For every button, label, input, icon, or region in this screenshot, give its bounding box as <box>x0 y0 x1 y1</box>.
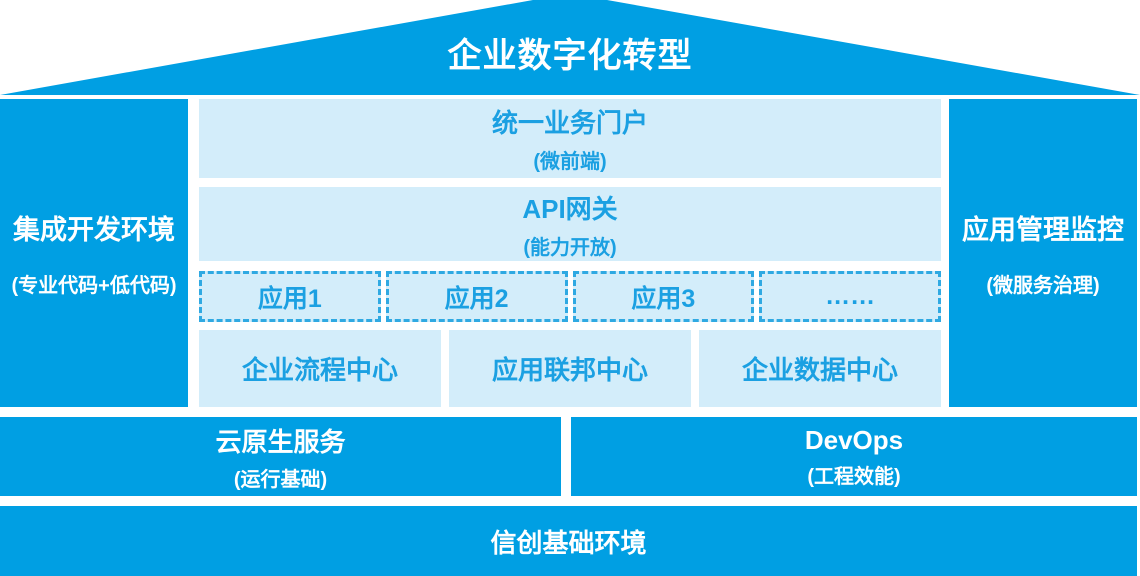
cloud-native-sublabel: (运行基础) <box>233 468 328 491</box>
pillar-sublabel: (微服务治理) <box>986 275 1100 297</box>
gateway-sublabel: (能力开放) <box>523 236 617 259</box>
app-box-more: …… <box>759 271 941 322</box>
app-box-3: 应用3 <box>572 271 755 322</box>
devops-sublabel: (工程效能) <box>807 465 901 488</box>
pillar-integrated-dev-env: 集成开发环境 (专业代码+低代码) <box>0 99 188 407</box>
apps-row: 应用1 应用2 应用3 …… <box>199 271 941 322</box>
app-box-1: 应用1 <box>199 271 381 322</box>
centers-row: 企业流程中心 应用联邦中心 企业数据中心 <box>199 330 941 407</box>
cloud-native-label: 云原生服务 <box>215 426 346 457</box>
pillar-sublabel: (专业代码+低代码) <box>11 275 177 297</box>
gateway-label: API网关 <box>522 193 618 224</box>
foundation-label: 信创基础环境 <box>490 527 647 558</box>
federation-center-box: 应用联邦中心 <box>449 330 691 407</box>
devops-box: DevOps (工程效能) <box>571 417 1137 496</box>
pillar-label: 集成开发环境 <box>13 215 175 245</box>
roof-banner: 企业数字化转型 <box>0 0 1140 95</box>
middle-stack: 统一业务门户 (微前端) API网关 (能力开放) 应用1 应用2 应用3 ……… <box>199 99 941 407</box>
data-center-box: 企业数据中心 <box>699 330 941 407</box>
diagram-title: 企业数字化转型 <box>447 37 693 75</box>
pillar-label: 应用管理监控 <box>962 215 1124 245</box>
cloud-native-box: 云原生服务 (运行基础) <box>0 417 561 496</box>
portal-label: 统一业务门户 <box>491 108 648 138</box>
api-gateway-box: API网关 (能力开放) <box>199 187 941 261</box>
process-center-box: 企业流程中心 <box>199 330 441 407</box>
foundation-bar: 信创基础环境 <box>0 506 1137 576</box>
pillar-app-management-monitoring: 应用管理监控 (微服务治理) <box>949 99 1137 407</box>
devops-label: DevOps <box>804 424 904 455</box>
portal-sublabel: (微前端) <box>533 151 607 173</box>
app-box-2: 应用2 <box>385 271 568 322</box>
unified-portal-box: 统一业务门户 (微前端) <box>199 99 941 178</box>
